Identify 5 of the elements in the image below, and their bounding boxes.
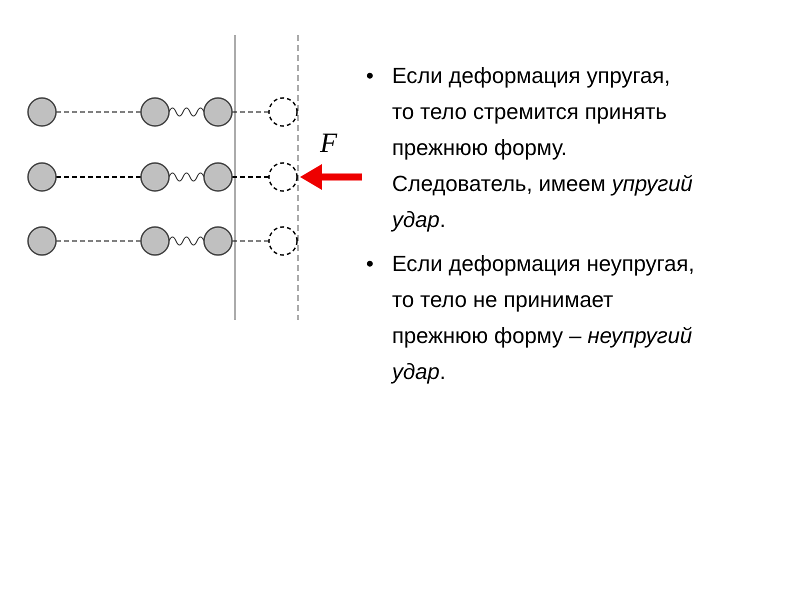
bullet-text: Если деформация неупругая, то тело не принимает прежнюю форму – неупругий удар. [392, 250, 696, 386]
force-label: F [320, 128, 338, 160]
bullet-text: Если деформация упругая, то тело стремится принять прежнюю форму. Следователь, имеем упругий удар. [392, 62, 694, 234]
bullet-marker: • [366, 62, 374, 90]
bullet-marker: • [366, 250, 374, 278]
